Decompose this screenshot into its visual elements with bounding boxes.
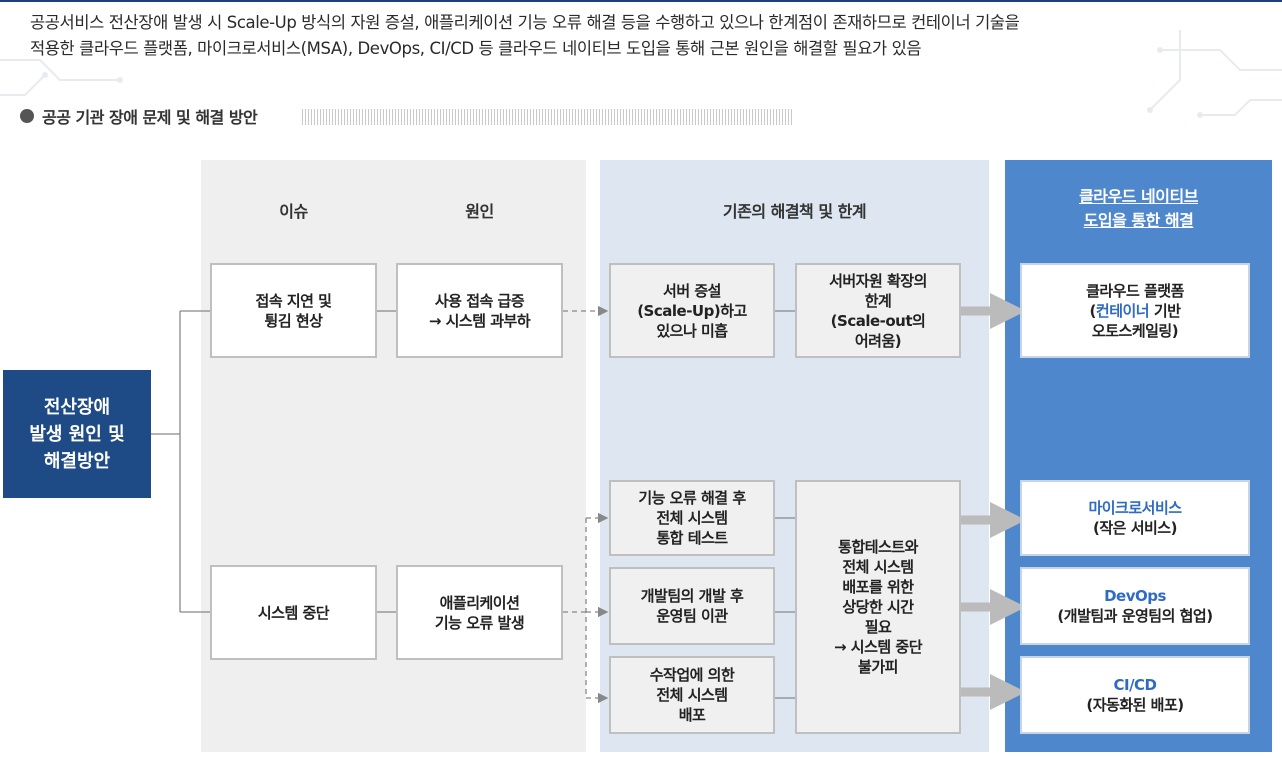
column-header-issue: 이슈 bbox=[279, 202, 308, 221]
solution-box-handover: 개발팀의 개발 후 운영팀 이관 bbox=[609, 567, 775, 645]
limit-box-deploy-time: 통합테스트와 전체 시스템 배포를 위한 상당한 시간 필요 → 시스템 중단 … bbox=[795, 480, 961, 734]
cloud-box-platform: 클라우드 플랫폼 (컨테이너 기반 오토스케일링) bbox=[1020, 263, 1250, 358]
cloud-box-msa: 마이크로서비스 (작은 서비스) bbox=[1020, 480, 1250, 556]
cloud-2-desc: (작은 서비스) bbox=[1093, 519, 1177, 537]
issue-2-line-1: 시스템 중단 bbox=[257, 603, 330, 622]
cloud-1-open-paren: ( bbox=[1089, 301, 1097, 320]
cause-1-line-1: 사용 접속 급증 bbox=[434, 291, 525, 310]
intro-text: 공공서비스 전산장애 발생 시 Scale-Up 방식의 자원 증설, 애플리케… bbox=[30, 10, 1265, 62]
limit-1-line-3: (Scale-out의 bbox=[830, 311, 926, 330]
solution-2-line-2: 전체 시스템 bbox=[656, 509, 728, 527]
limit-2-line-7: 불가피 bbox=[858, 658, 898, 676]
solution-4-line-2: 전체 시스템 bbox=[656, 686, 728, 704]
limit-1-line-2: 한계 bbox=[864, 291, 892, 310]
limit-2-line-2: 전체 시스템 bbox=[842, 558, 914, 576]
issue-box-outage: 시스템 중단 bbox=[210, 565, 377, 660]
section-title: 공공 기관 장애 문제 및 해결 방안 bbox=[20, 104, 258, 128]
solution-3-line-1: 개발팀의 개발 후 bbox=[640, 587, 744, 605]
solution-box-scale-up: 서버 증설 (Scale-Up)하고 있으나 미흡 bbox=[609, 263, 775, 358]
solution-1-line-3: 있으나 미흡 bbox=[656, 321, 728, 340]
cloud-3-desc: (개발팀과 운영팀의 협업) bbox=[1057, 607, 1213, 625]
limit-2-line-3: 배포를 위한 bbox=[842, 578, 914, 596]
cause-1-line-2: → 시스템 과부하 bbox=[428, 311, 531, 330]
limit-1-line-1: 서버자원 확장의 bbox=[829, 271, 927, 290]
intro-line-1: 공공서비스 전산장애 발생 시 Scale-Up 방식의 자원 증설, 애플리케… bbox=[30, 13, 1020, 32]
cloud-native-panel bbox=[1005, 160, 1272, 752]
solution-box-integration-test: 기능 오류 해결 후 전체 시스템 통합 테스트 bbox=[609, 480, 775, 556]
issue-1-line-2: 튕김 현상 bbox=[264, 311, 323, 330]
solution-2-line-3: 통합 테스트 bbox=[656, 529, 728, 547]
solution-3-line-2: 운영팀 이관 bbox=[656, 607, 728, 625]
cloud-1-line-3: 오토스케일링) bbox=[1091, 321, 1179, 340]
issue-cause-panel bbox=[201, 160, 586, 752]
solution-1-line-1: 서버 증설 bbox=[663, 281, 721, 300]
solution-4-line-3: 배포 bbox=[678, 706, 706, 724]
issue-box-latency: 접속 지연 및 튕김 현상 bbox=[210, 263, 377, 358]
bullet-icon bbox=[20, 109, 34, 123]
limit-2-line-6: → 시스템 중단 bbox=[833, 638, 923, 656]
cloud-1-container-highlight: 컨테이너 bbox=[1095, 301, 1150, 320]
limit-2-line-4: 상당한 시간 bbox=[842, 598, 914, 616]
section-title-text: 공공 기관 장애 문제 및 해결 방안 bbox=[42, 108, 258, 127]
limit-2-line-1: 통합테스트와 bbox=[838, 538, 918, 556]
cloud-2-title: 마이크로서비스 bbox=[1088, 499, 1182, 517]
column-header-cause: 원인 bbox=[465, 202, 494, 221]
limit-box-scale-out: 서버자원 확장의 한계 (Scale-out의 어려움) bbox=[795, 263, 961, 358]
column-header-cloud-line2: 도입을 통한 해결 bbox=[1083, 211, 1194, 230]
root-box: 전산장애 발생 원인 및 해결방안 bbox=[3, 370, 151, 498]
cloud-1-based: 기반 bbox=[1149, 301, 1181, 320]
solution-box-manual-deploy: 수작업에 의한 전체 시스템 배포 bbox=[609, 656, 775, 734]
solution-2-line-1: 기능 오류 해결 후 bbox=[638, 489, 746, 507]
cloud-box-cicd: CI/CD (자동화된 배포) bbox=[1020, 656, 1250, 734]
cause-box-traffic: 사용 접속 급증 → 시스템 과부하 bbox=[396, 263, 563, 358]
limit-2-line-5: 필요 bbox=[864, 618, 892, 636]
column-header-existing: 기존의 해결책 및 한계 bbox=[722, 202, 867, 221]
root-line-1: 전산장애 bbox=[43, 396, 111, 418]
top-rule bbox=[0, 0, 1282, 2]
solution-1-line-2: (Scale-Up)하고 bbox=[637, 301, 747, 320]
cloud-4-desc: (자동화된 배포) bbox=[1086, 696, 1184, 714]
cloud-3-title: DevOps bbox=[1104, 587, 1166, 605]
intro-line-2: 적용한 클라우드 플랫폼, 마이크로서비스(MSA), DevOps, CI/C… bbox=[30, 39, 922, 58]
limit-1-line-4: 어려움) bbox=[854, 331, 902, 350]
root-line-3: 해결방안 bbox=[43, 450, 111, 472]
solution-4-line-1: 수작업에 의한 bbox=[649, 666, 735, 684]
cloud-1-line-1: 클라우드 플랫폼 bbox=[1086, 281, 1184, 300]
cause-2-line-2: 기능 오류 발생 bbox=[434, 613, 525, 632]
column-header-cloud: 클라우드 네이티브 도입을 통한 해결 bbox=[1005, 185, 1272, 233]
cause-box-app-error: 애플리케이션 기능 오류 발생 bbox=[396, 565, 563, 660]
issue-1-line-1: 접속 지연 및 bbox=[255, 291, 332, 310]
cause-2-line-1: 애플리케이션 bbox=[439, 593, 520, 612]
cloud-box-devops: DevOps (개발팀과 운영팀의 협업) bbox=[1020, 567, 1250, 645]
column-header-cloud-line1: 클라우드 네이티브 bbox=[1079, 187, 1198, 206]
cloud-4-title: CI/CD bbox=[1113, 676, 1157, 694]
root-line-2: 발생 원인 및 bbox=[29, 423, 125, 445]
title-hatch-decoration bbox=[302, 109, 794, 125]
cloud-1-line-2: (컨테이너 기반 bbox=[1090, 301, 1181, 321]
